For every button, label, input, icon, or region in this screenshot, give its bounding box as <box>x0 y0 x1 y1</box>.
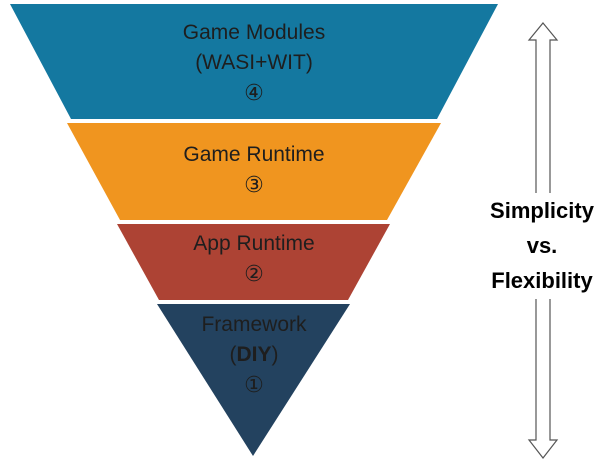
paren-close: ) <box>271 343 279 366</box>
layer-game-runtime-shape <box>67 123 441 220</box>
layer-number: ② <box>244 261 264 286</box>
layer-framework-label: Framework (DIY) ① <box>154 310 354 400</box>
layer-game-modules-label: Game Modules (WASI+WIT) ④ <box>154 18 354 108</box>
layer-title: Game Runtime <box>183 143 325 166</box>
axis-label-line-1: Simplicity <box>490 198 594 223</box>
layer-title: Framework <box>201 313 307 336</box>
simplicity-vs-flexibility-label: Simplicity vs. Flexibility <box>472 193 608 298</box>
layer-game-runtime-label: Game Runtime ③ <box>154 140 354 200</box>
layer-game-modules-shape <box>10 4 498 119</box>
paren-open: ( <box>229 343 237 366</box>
layer-app-runtime-label: App Runtime ② <box>154 229 354 289</box>
layer-subtitle: (WASI+WIT) <box>195 51 313 74</box>
layer-app-runtime-shape <box>117 224 390 300</box>
layer-number: ④ <box>244 80 264 105</box>
axis-label-line-2: vs. <box>526 233 558 258</box>
layer-title: Game Modules <box>182 21 326 44</box>
layer-title: App Runtime <box>193 232 315 255</box>
layer-framework-shape <box>157 304 350 456</box>
layer-subtitle: (DIY) <box>154 340 354 370</box>
layer-number: ③ <box>244 172 264 197</box>
arrow-label-backdrop <box>472 193 608 299</box>
axis-label-line-3: Flexibility <box>491 268 593 293</box>
layer-number: ① <box>244 372 264 397</box>
layer-subtitle-bold: DIY <box>236 343 272 366</box>
